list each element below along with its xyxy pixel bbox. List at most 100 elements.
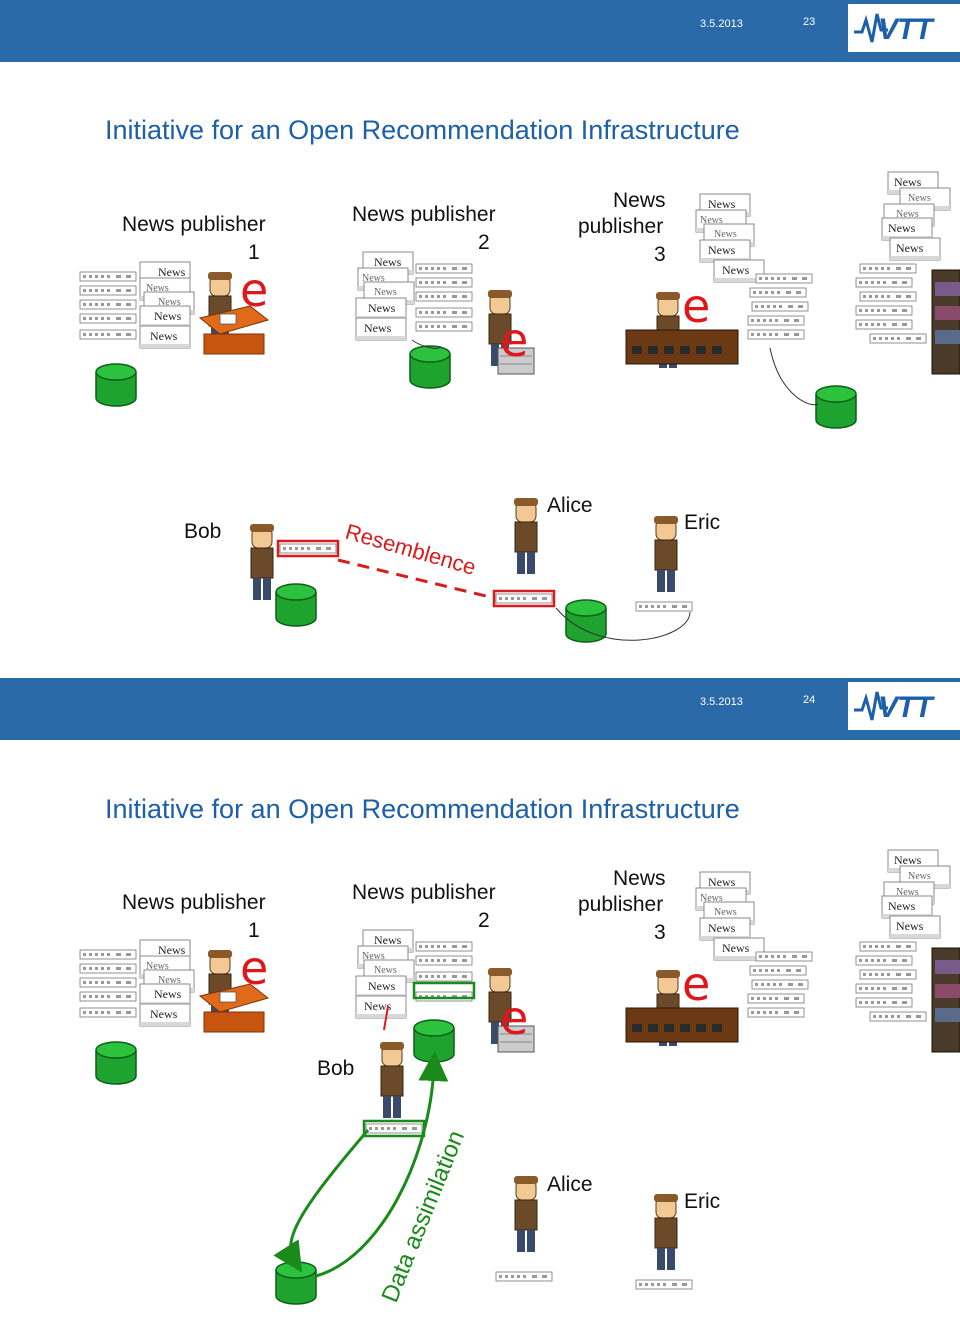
svg-text:News: News [150,329,178,343]
connector [411,339,441,349]
svg-text:News: News [154,309,182,323]
svg-text:News: News [708,921,736,935]
publisher-3-counter-icon [625,291,739,369]
e-mark-3: e [682,279,710,333]
alice-profile-strip [495,1271,553,1282]
svg-text:News: News [700,893,723,904]
svg-text:News: News [364,321,392,335]
database-icon [815,385,857,429]
eric-profile-strip [635,601,693,612]
publisher-3-news-stack: News News News News News [695,193,765,283]
e-mark-2: e [500,313,528,367]
svg-text:News: News [146,961,169,972]
publisher-1-number: 1 [248,241,260,264]
svg-text:News: News [368,301,396,315]
svg-text:News: News [374,933,402,947]
shelf-icon [931,947,960,1053]
svg-text:News: News [722,941,750,955]
svg-text:News: News [362,273,385,284]
svg-text:News: News [362,951,385,962]
e-mark-3: e [682,957,710,1011]
publisher-2-number: 2 [478,909,490,932]
e-mark-1: e [240,263,268,317]
svg-text:News: News [368,979,396,993]
svg-text:News: News [894,853,922,867]
bob-profile-strip [279,543,337,554]
svg-text:News: News [146,283,169,294]
slide-date: 3.5.2013 [700,696,743,708]
slide-page-number: 23 [803,16,816,28]
publisher-2-number: 2 [478,231,490,254]
publisher-3-label-2: publisher [578,215,664,238]
publisher-3-number: 3 [654,921,666,944]
assimilation-arrow-down [273,1129,370,1273]
publisher-1-news-stack: News News News News News [139,939,195,1027]
user-bob-label: Bob [317,1057,355,1080]
e-mark-1: e [240,941,268,995]
svg-text:News: News [714,229,737,240]
database-icon [275,1261,317,1305]
svg-text:News: News [364,999,392,1013]
publisher-3-counter-icon [625,969,739,1047]
slide-23: 3.5.2013 23 VTT Initiative for an Open R… [0,0,960,643]
publisher-1-number: 1 [248,919,260,942]
user-alice-icon [513,1175,539,1253]
publisher-3-label-1: News [613,867,666,890]
publisher-2-label: News publisher [352,881,496,904]
svg-text:News: News [896,887,919,898]
wave-icon [854,13,888,43]
database-icon [95,1041,137,1085]
svg-text:News: News [888,221,916,235]
svg-text:News: News [896,919,924,933]
svg-text:News: News [896,241,924,255]
connector [555,607,691,641]
logo-text: VTT [878,691,933,724]
publisher-2-profiles [415,941,473,1002]
vtt-logo-icon: VTT [848,4,960,52]
database-icon [409,345,451,389]
svg-text:News: News [158,297,181,308]
database-icon [413,1019,455,1063]
news-label: News [158,265,186,279]
user-eric-label: Eric [684,1190,721,1213]
e-mark-2: e [500,991,528,1045]
svg-text:News: News [154,987,182,1001]
svg-text:News: News [888,899,916,913]
publisher-4-news-stack: News News News News News [881,171,951,261]
svg-text:News: News [150,1007,178,1021]
vtt-logo-icon: VTT [848,682,960,730]
svg-text:News: News [374,255,402,269]
resemblance-line [337,558,495,600]
publisher-2-person-icon [487,289,535,375]
alice-profile-highlight [492,589,556,608]
svg-text:News: News [896,209,919,220]
publisher-4-profiles [855,941,927,1022]
user-eric-label: Eric [684,511,721,534]
svg-text:News: News [908,871,931,882]
slide-24: 3.5.2013 24 VTT Initiative for an Open R… [0,678,960,1326]
publisher-2-profiles [415,263,473,332]
user-alice-icon [513,497,539,575]
publisher-2-news-stack: News News News News News [355,251,415,341]
svg-text:News: News [374,965,397,976]
user-eric-icon [653,1193,679,1271]
alice-profile-strip [495,593,553,604]
diagram-canvas: News News News News News e News News New… [79,171,960,643]
publisher-3-label-2: publisher [578,893,664,916]
resemblance-label: Resemblence [343,519,479,580]
publisher-3-number: 3 [654,243,666,266]
svg-text:News: News [908,193,931,204]
eric-profile-strip [635,1279,693,1290]
publisher-1-profiles [79,949,137,1018]
header-bar: 3.5.2013 23 VTT [0,0,960,62]
bob-profile-strip [365,1123,423,1134]
shelf-icon [931,269,960,375]
publisher-1-label: News publisher [122,891,266,914]
svg-text:News: News [708,243,736,257]
svg-text:News: News [722,263,750,277]
svg-text:News: News [714,907,737,918]
svg-text:News: News [158,975,181,986]
publisher-2-person-icon [487,967,535,1053]
assimilation-label: Data assimilation [377,1127,470,1307]
publisher-1-profiles [79,271,137,340]
